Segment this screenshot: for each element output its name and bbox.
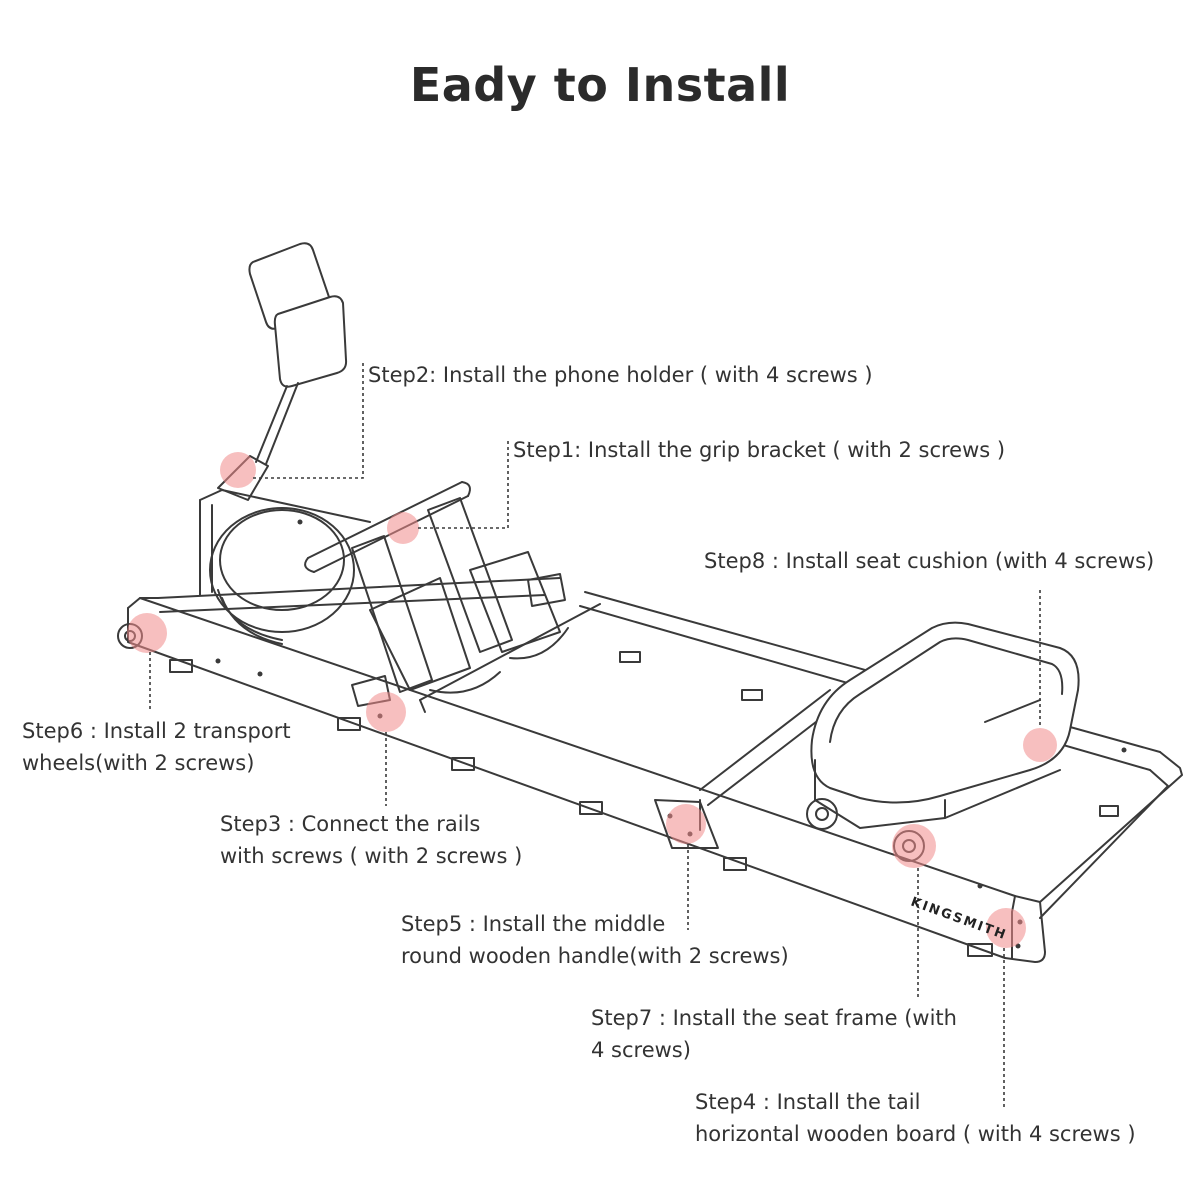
leader-step2 — [253, 362, 364, 479]
rail-feet — [169, 651, 1119, 957]
front-frame — [199, 489, 371, 645]
marker-step3 — [366, 692, 406, 732]
seat — [810, 621, 1080, 829]
marker-step7 — [892, 824, 936, 868]
leader-step1 — [418, 438, 509, 529]
marker-step6 — [127, 613, 167, 653]
step4-label: Step4 : Install the tail horizontal wood… — [695, 1090, 1136, 1146]
step2-label: Step2: Install the phone holder ( with 4… — [368, 363, 873, 387]
step6-label: Step6 : Install 2 transport wheels(with … — [22, 719, 291, 775]
foot-plates — [351, 497, 569, 694]
phone-holder — [217, 242, 348, 501]
marker-step8 — [1023, 728, 1057, 762]
marker-step4 — [986, 908, 1026, 948]
left-rail — [127, 597, 1046, 963]
step5-label: Step5 : Install the middle round wooden … — [401, 912, 789, 968]
step7-label: Step7 : Install the seat frame (with 4 s… — [591, 1006, 957, 1062]
step3-label: Step3 : Connect the rails with screws ( … — [220, 812, 523, 868]
marker-step5 — [666, 804, 706, 844]
cross-bars — [419, 603, 839, 806]
step8-label: Step8 : Install seat cushion (with 4 scr… — [704, 549, 1155, 573]
marker-step1 — [387, 512, 419, 544]
highlight-markers — [127, 452, 1057, 948]
page-title: Eady to Install — [409, 58, 791, 112]
connector-plates — [351, 573, 719, 849]
leader-lines — [149, 362, 1041, 1110]
marker-step2 — [220, 452, 256, 488]
step1-label: Step1: Install the grip bracket ( with 2… — [513, 438, 1006, 462]
